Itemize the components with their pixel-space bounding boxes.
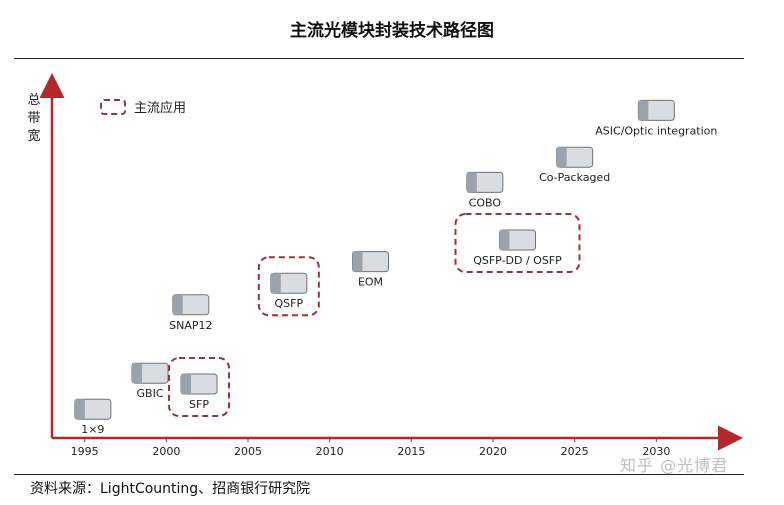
x-tick-label: 2030	[642, 445, 670, 458]
module-marker-connector	[556, 147, 567, 168]
point-label: COBO	[469, 196, 502, 209]
data-point: EOM	[352, 251, 389, 289]
module-marker-connector	[466, 172, 477, 193]
point-label: QSFP-DD / OSFP	[473, 254, 562, 267]
module-marker-connector	[270, 273, 281, 294]
module-marker-connector	[499, 230, 510, 250]
point-label: SFP	[189, 398, 209, 411]
y-axis-label: 总带宽	[27, 93, 41, 144]
data-point: Co-Packaged	[539, 146, 610, 184]
data-point: GBIC	[131, 362, 169, 400]
legend-dashed-box-icon	[100, 98, 126, 115]
point-label: Co-Packaged	[539, 171, 610, 184]
module-marker-connector	[132, 363, 142, 384]
point-label: GBIC	[137, 387, 164, 400]
x-tick-label: 2000	[152, 445, 180, 458]
data-point: 1×9	[74, 398, 112, 436]
data-point: SFP	[168, 357, 230, 417]
bottom-rule	[14, 474, 744, 475]
x-tick-label: 2010	[316, 445, 344, 458]
point-label: ASIC/Optic integration	[595, 124, 717, 137]
point-label: SNAP12	[169, 319, 212, 332]
legend: 主流应用	[100, 97, 186, 116]
module-marker-connector	[352, 251, 363, 272]
data-point: ASIC/Optic integration	[595, 99, 717, 137]
data-point: COBO	[466, 171, 504, 209]
module-marker-connector	[181, 374, 191, 394]
module-marker-connector	[638, 100, 649, 121]
watermark: 知乎 @光博君	[620, 456, 729, 475]
data-point: SNAP12	[169, 294, 213, 332]
mainstream-highlight-box	[168, 357, 230, 417]
data-point: QSFP-DD / OSFP	[454, 213, 581, 273]
point-label: QSFP	[275, 297, 304, 310]
x-tick-label: 1995	[71, 445, 99, 458]
mainstream-highlight-box	[454, 213, 581, 273]
module-marker-connector	[172, 294, 183, 315]
x-tick-label: 2005	[234, 445, 262, 458]
x-tick-label: 2025	[561, 445, 589, 458]
x-tick-label: 2015	[397, 445, 425, 458]
chart-title: 主流光模块封装技术路径图	[290, 21, 494, 41]
legend-label: 主流应用	[134, 101, 187, 116]
data-point: QSFP	[257, 256, 320, 317]
mainstream-highlight-box	[257, 256, 320, 317]
source-note: 资料来源：LightCounting、招商银行研究院	[30, 481, 311, 497]
module-marker-connector	[74, 399, 85, 420]
point-label: EOM	[358, 276, 383, 289]
top-rule	[14, 58, 744, 59]
x-tick-label: 2020	[479, 445, 507, 458]
point-label: 1×9	[81, 423, 104, 436]
